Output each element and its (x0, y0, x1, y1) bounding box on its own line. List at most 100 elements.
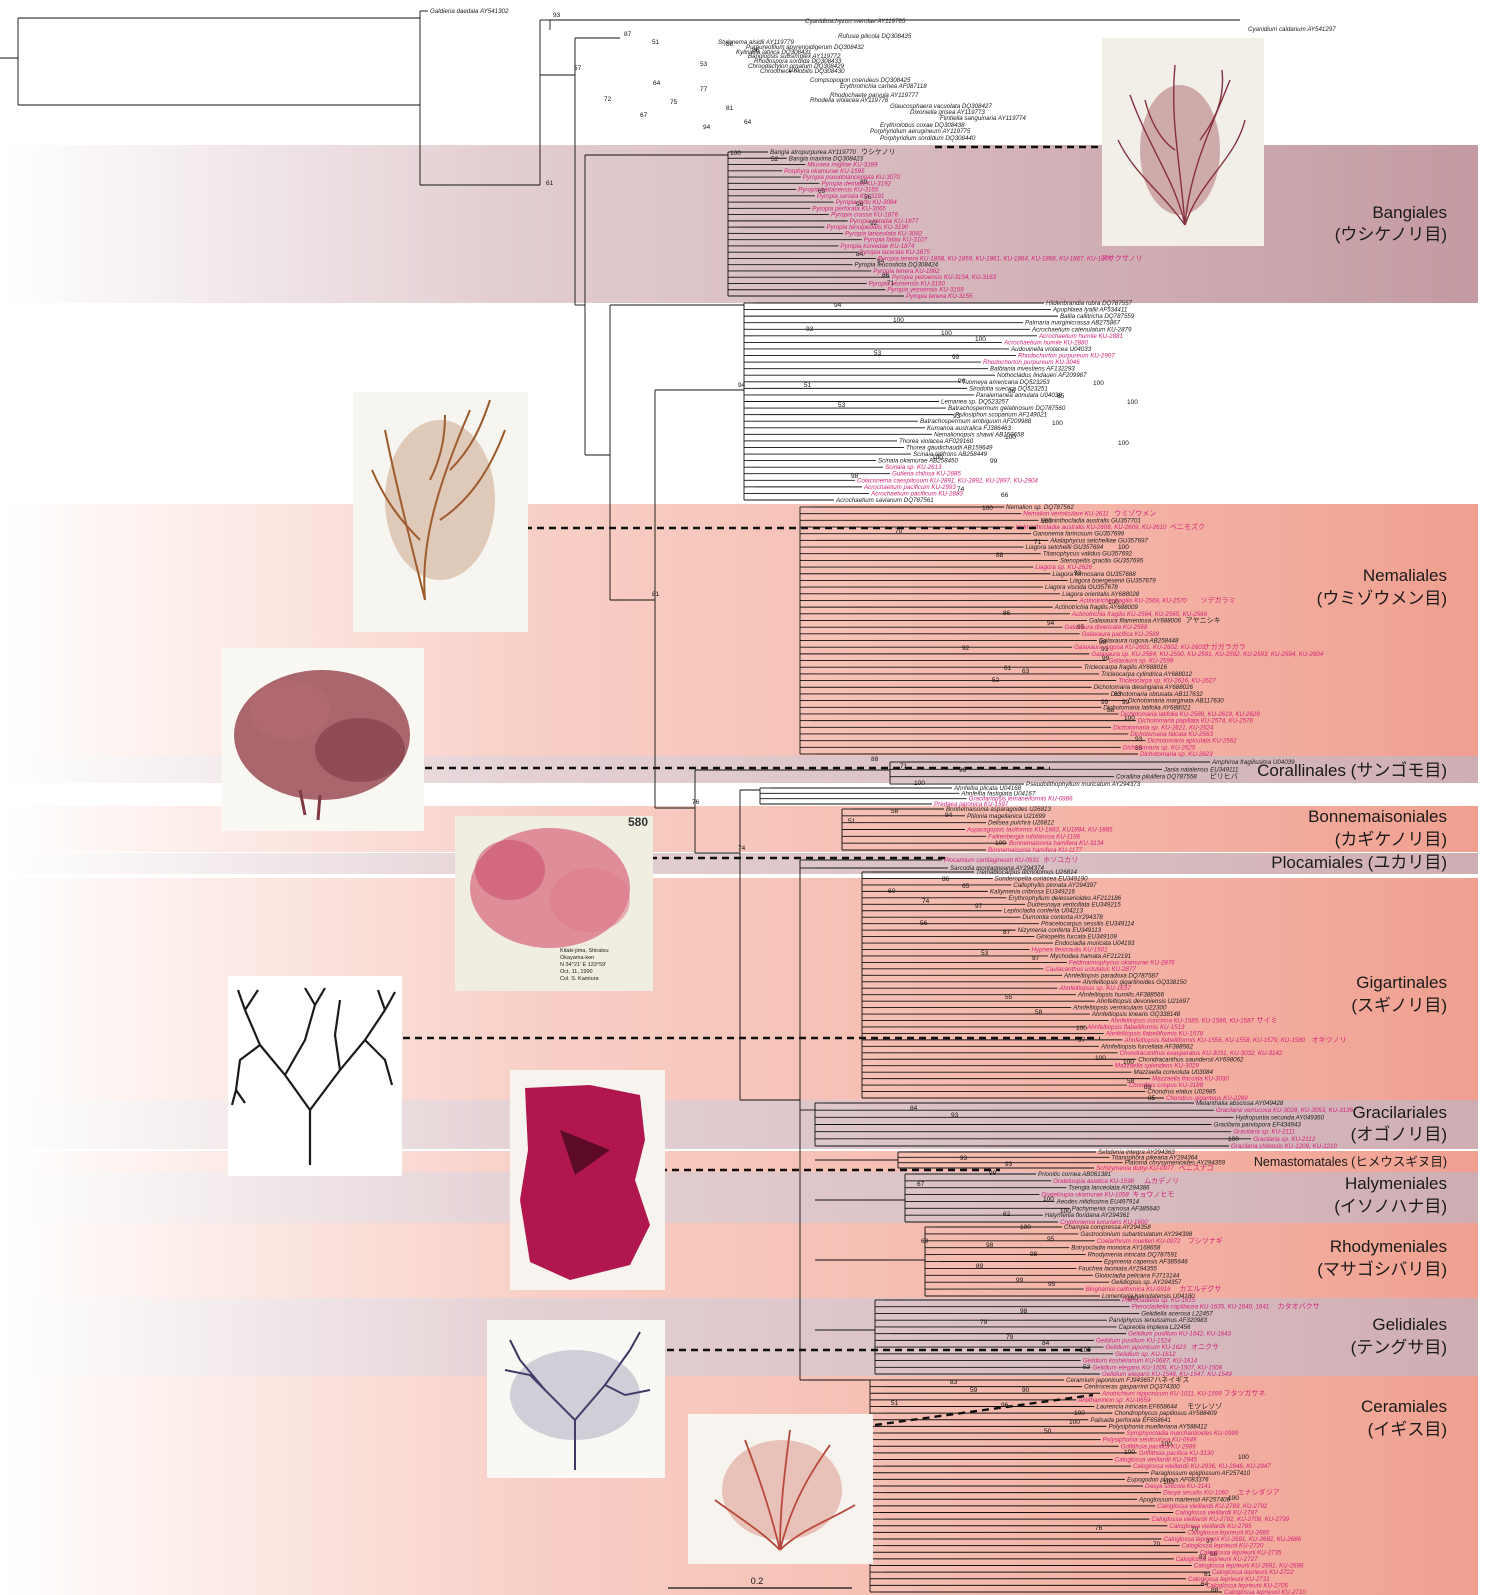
bootstrap-value: 93 (960, 1155, 968, 1162)
bootstrap-value: 85 (1148, 1095, 1156, 1102)
bootstrap-value: 94 (703, 124, 711, 131)
bootstrap-value: 99 (990, 458, 998, 465)
bootstrap-value: 64 (653, 80, 661, 87)
bootstrap-value: 61 (1004, 665, 1012, 672)
japanese-name-label: サイミ (1256, 1017, 1277, 1025)
bootstrap-value: 63 (1022, 668, 1030, 675)
specimen-photo-gelidium (487, 1320, 665, 1478)
taxon-label: Caloglossa leprieurii KU-2710 (1224, 1589, 1306, 1595)
taxon-label: Plocamium cartilagineum KU-0931 (944, 857, 1039, 864)
order-title-nemastomatales: Nemastomatales (ヒメウスギヌ目) (1254, 1155, 1447, 1169)
order-subtitle-halymeniales: (イソノハナ目) (1334, 1197, 1447, 1216)
bootstrap-value: 97 (1032, 955, 1040, 962)
bootstrap-value: 100 (1074, 1410, 1085, 1417)
japanese-name-label: カタオバクサ (1278, 1302, 1320, 1311)
band-plocamiales (0, 853, 1478, 874)
order-subtitle-bonnemaisoniales: (カギケノリ目) (1335, 830, 1447, 849)
japanese-name-label: オキツノリ (1312, 1036, 1347, 1044)
bootstrap-value: 56 (920, 920, 928, 927)
bootstrap-value: 95 (1047, 1236, 1055, 1243)
bootstrap-value: 88 (996, 552, 1004, 559)
specimen-photo-ceramium (688, 1414, 873, 1564)
bootstrap-value: 79 (980, 1319, 988, 1326)
taxon-label: Rhodella violacea AY119776 (810, 97, 889, 104)
bootstrap-value: 100 (1052, 420, 1063, 427)
bootstrap-value: 89 (976, 1263, 984, 1270)
japanese-name-label: オニクサ (1191, 1343, 1219, 1351)
bootstrap-value: 51 (804, 382, 812, 389)
band-rhodymeniales (0, 1223, 1478, 1298)
bootstrap-value: 100 (941, 330, 952, 337)
bootstrap-value: 100 (730, 150, 741, 157)
order-title-bangiales: Bangiales (1372, 203, 1447, 222)
bootstrap-value: 93 (553, 12, 561, 19)
taxon-label: Corallina pilulifera DQ787558 (1116, 774, 1197, 781)
japanese-name-label: ベニモズク (1170, 522, 1205, 531)
bootstrap-value: 98 (1020, 1308, 1028, 1315)
taxon-label: Erythrotrichia carnea AF087118 (840, 83, 927, 90)
taxon-label: Flintiella sanguinaria AY119774 (940, 115, 1026, 122)
bootstrap-value: 58 (1035, 1009, 1043, 1016)
bootstrap-value: 100 (995, 840, 1006, 847)
bootstrap-value: 60 (888, 888, 896, 895)
bootstrap-value: 93 (951, 1112, 959, 1119)
bootstrap-value: 100 (1118, 440, 1129, 447)
bootstrap-value: 51 (891, 1400, 899, 1407)
taxon-label: Acrochaetium savianum DQ787561 (835, 497, 934, 504)
bootstrap-value: 83 (950, 1379, 958, 1386)
taxon-label: Gracilaria sp. KU-2112 (1253, 1136, 1316, 1143)
bootstrap-value: 100 (1076, 1025, 1087, 1032)
taxon-label: Pseudolithophyllum muricatum AY294373 (1026, 781, 1141, 788)
plocamium-caption-line: Kitaki-jima, Shiratsu (560, 948, 609, 954)
specimen-photo-nemalion (353, 392, 528, 632)
bootstrap-value: 100 (1093, 380, 1104, 387)
order-subtitle-gracilariales: (オゴノリ目) (1351, 1124, 1447, 1144)
bootstrap-value: 99 (952, 354, 960, 361)
bootstrap-value: 51 (848, 818, 856, 825)
bootstrap-value: 84 (910, 1105, 918, 1112)
scale-bar-label: 0.2 (751, 1576, 764, 1586)
order-title-rhodymeniales: Rhodymeniales (1330, 1237, 1447, 1256)
order-title-nemaliales: Nemaliales (1363, 566, 1447, 585)
bootstrap-value: 100 (1095, 1055, 1106, 1062)
bootstrap-value: 69 (921, 1238, 929, 1245)
taxon-label: Bonnemaisonia hamifera KU-1177 (988, 847, 1083, 854)
taxon-label: Porphyridium aerugineum AY119775 (870, 128, 971, 135)
taxon-label: Gracilaria chilensis KU-1209, KU-1210 (1231, 1143, 1337, 1150)
bootstrap-value: 53 (981, 950, 989, 957)
taxon-label: Gracilaria verrucosa KU-3028, KU-3053, K… (1216, 1107, 1354, 1114)
bootstrap-value: 55 (1005, 994, 1013, 1001)
bootstrap-value: 66 (1001, 492, 1009, 499)
bootstrap-value: 62 (1003, 1211, 1011, 1218)
bootstrap-value: 100 (914, 780, 925, 787)
bootstrap-value: 100 (1228, 1136, 1239, 1143)
specimen-photo-grateloupia (510, 1070, 665, 1290)
japanese-name-label: エナシダジア (1238, 1488, 1280, 1497)
bootstrap-value: 95 (1048, 1281, 1056, 1288)
plocamium-caption-line: Oct. 11, 1990 (560, 969, 593, 975)
bootstrap-value: 100 (975, 336, 986, 343)
bootstrap-value: 86 (1003, 610, 1011, 617)
band-halymeniales (0, 1172, 1478, 1223)
bootstrap-value: 74 (922, 898, 930, 905)
bootstrap-value: 94 (738, 382, 746, 389)
japanese-name-label: ホソユカリ (1043, 856, 1078, 864)
taxon-label: Porphyridium sordidum DQ308440 (880, 135, 976, 142)
bootstrap-value: 81 (726, 105, 734, 112)
bootstrap-value: 76 (692, 799, 700, 806)
japanese-name-label: ソデガラミ (1201, 595, 1236, 604)
bootstrap-value: 57 (574, 65, 582, 72)
bootstrap-value: 90 (1022, 1387, 1030, 1394)
bootstrap-value: 74 (738, 845, 746, 852)
taxon-label: Jania natalensis EU349111 (1163, 766, 1238, 773)
bootstrap-value: 79 (1006, 1334, 1014, 1341)
specimen-photo-plocamium: 580 Kitaki-jima, Shiratsu Okayama-ken N … (455, 815, 653, 991)
bootstrap-value: 65 (962, 883, 970, 890)
bootstrap-value: 94 (1047, 620, 1055, 627)
taxon-label: Chroothece mobilis DQ308430 (760, 68, 845, 75)
bootstrap-value: 72 (604, 96, 612, 103)
order-title-plocamiales: Plocamiales (ユカリ目) (1271, 853, 1447, 872)
plocamium-photo-number: 580 (628, 815, 648, 829)
bootstrap-value: 98 (1030, 1251, 1038, 1258)
bootstrap-value: 87 (1003, 929, 1011, 936)
